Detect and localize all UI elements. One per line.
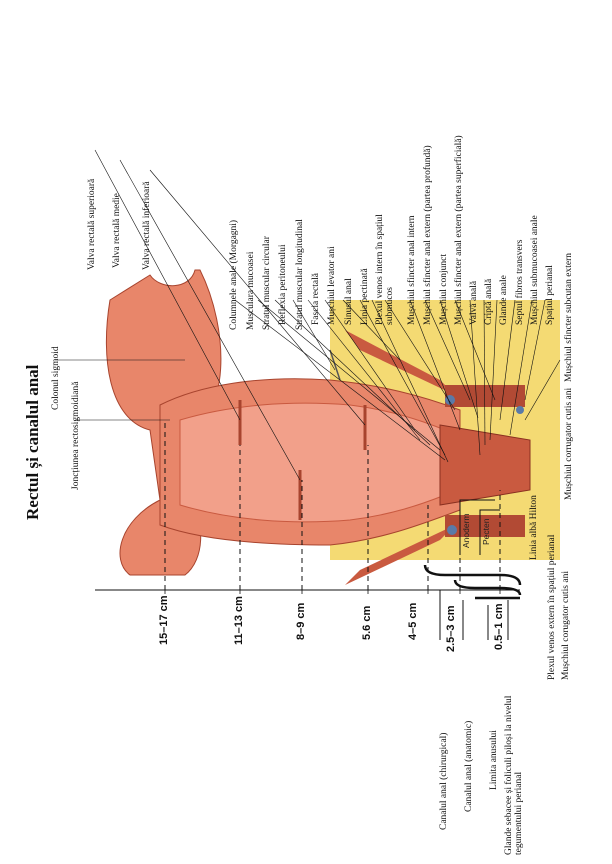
anoderm-bracket [459, 499, 500, 555]
label-anatomic-anal-canal: Canalul anal (anatomic) [464, 720, 474, 812]
label-levator-ani: Mușchiul levator ani [327, 246, 337, 325]
label-white-line-hilton: Linia albă Hilton [529, 495, 539, 560]
anal-canal [439, 424, 531, 506]
label-submucosal-muscle: Mușchiul submucoasei anale [530, 215, 540, 325]
external-sphincter-upper [445, 385, 525, 407]
label-anal-sinus: Sinusul anal [344, 278, 354, 325]
label-inferior-rectal-valve: Valva rectală inferioară [142, 181, 152, 270]
label-external-venous-plexus: Plexul venos extern în spațiul perianal [547, 534, 557, 680]
scale-mark-8-9: 8–9 cm [295, 602, 307, 640]
label-external-sphincter-deep: Mușchiul sfincter anal extern (partea pr… [423, 145, 433, 325]
label-pecten: Pecten [481, 518, 491, 545]
label-middle-rectal-valve: Valva rectală medie [112, 193, 122, 268]
scale-mark-4-5: 4–5 cm [407, 602, 419, 640]
scale-mark-11-13: 11–13 cm [233, 596, 245, 645]
label-sebaceous-glands: Glande sebacee și foliculi piloși la niv… [504, 695, 524, 855]
label-anal-verge: Limita anusului [489, 730, 499, 790]
label-anal-valve: Valvă anală [469, 280, 479, 325]
scale-mark-0-5-1: 0.5–1 cm [493, 603, 505, 650]
label-muscularis-mucosae: Musculara mucoasei [246, 251, 256, 330]
label-perianal-space: Spațiul perianal [545, 265, 555, 325]
label-subcutaneous-sphincter: Mușchiul sfincter subcutan extern [564, 252, 574, 382]
scale-mark-2-5-3: 2.5–3 cm [445, 605, 457, 652]
label-rectal-fascia: Fascia rectală [311, 273, 321, 325]
label-anoderm: Anoderm [461, 513, 471, 549]
label-anal-glands: Glande anale [499, 275, 509, 325]
label-rectosigmoid-junction: Joncțiunea rectosigmoidiană [71, 381, 81, 490]
label-internal-anal-sphincter: Mușchiul sfincter anal intern [407, 215, 417, 325]
external-venous-plexus [516, 406, 524, 414]
rectal-lumen [179, 402, 446, 523]
lower-left-leaders [439, 590, 509, 640]
levator-ani-upper [345, 330, 455, 395]
leader-lines [94, 149, 561, 481]
label-anal-columns: Columnele anale (Morgagni) [229, 219, 239, 330]
peritoneal-reflection [329, 349, 341, 381]
label-internal-venous-plexus: Plexul venos intern în spațiul submucos [375, 214, 395, 325]
label-transverse-septum: Septul fibros transvers [515, 239, 525, 326]
label-corrugator-cutis-ani-upper: Mușchiul corrugator cutis ani [564, 387, 574, 500]
external-sphincter-lower [445, 515, 525, 537]
label-external-sphincter-superficial: Mușchiul sfincter anal extern (partea su… [454, 135, 464, 325]
label-pectinate-line: Linia pectinată [360, 268, 370, 325]
anal-canal-braces [423, 564, 522, 600]
label-corrugator-cutis-ani: Mușchiul corugator cutis ani [561, 571, 571, 680]
scale-ticks [164, 586, 501, 594]
label-longitudinal-muscle: Stratul muscular longitudinal [295, 219, 305, 330]
label-peritoneal-reflection: Reflexia peritoneului [278, 244, 288, 325]
page-title: Rectul și canalul anal [23, 364, 42, 520]
label-superior-rectal-valve: Valva rectală superioară [87, 178, 97, 270]
label-surgical-anal-canal: Canalul anal (chirurgical) [439, 732, 449, 830]
label-sigmoid-colon: Colonul sigmoid [51, 346, 61, 410]
scale-mark-15-17: 15–17 cm [158, 595, 170, 645]
venous-plexus-lower [447, 525, 457, 535]
label-anal-crypt: Criptă anală [484, 278, 494, 325]
left-leader-lines [55, 359, 185, 421]
scale-mark-5-6: 5.6 cm [361, 605, 373, 640]
label-conjoined-muscle: Mușchiul conjunct [439, 254, 449, 325]
label-circular-muscle: Stratul muscular circular [262, 236, 272, 330]
